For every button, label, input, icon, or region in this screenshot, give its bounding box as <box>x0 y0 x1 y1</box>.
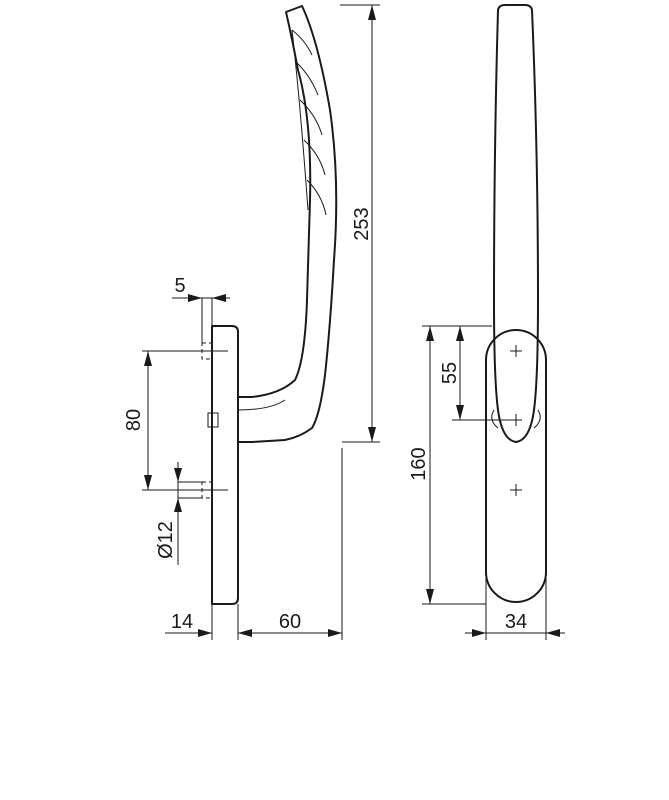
dim-160: 160 <box>408 325 486 605</box>
dim-60-label: 60 <box>279 611 301 633</box>
dim-5: 5 <box>172 275 230 343</box>
dim-160-label: 160 <box>408 447 430 480</box>
dim-80-label: 80 <box>123 409 145 431</box>
front-view <box>485 4 547 603</box>
dim-253-label: 253 <box>351 207 373 240</box>
dim-d12-label: Ø12 <box>155 521 177 559</box>
dim-34-label: 34 <box>505 611 527 633</box>
dim-d12: Ø12 <box>155 462 202 565</box>
dim-60: 60 <box>238 448 343 640</box>
dim-253: 253 <box>340 4 380 443</box>
dim-80: 80 <box>123 350 202 491</box>
dim-55-label: 55 <box>439 362 461 384</box>
front-lever <box>493 4 539 443</box>
dim-5-label: 5 <box>174 275 185 297</box>
side-neck-inner <box>237 399 286 411</box>
side-view <box>195 5 338 605</box>
dim-34: 34 <box>465 572 565 640</box>
hole-marker-bottom <box>510 484 522 496</box>
side-backplate <box>211 325 239 605</box>
hole-marker-top <box>510 345 522 357</box>
side-neck <box>237 5 338 443</box>
dim-55: 55 <box>439 325 510 421</box>
spindle-mark <box>207 412 219 428</box>
dim-14: 14 <box>165 604 252 640</box>
grip-ridges <box>291 29 327 216</box>
dim-14-label: 14 <box>171 611 193 633</box>
hole-marker-center <box>510 414 522 426</box>
